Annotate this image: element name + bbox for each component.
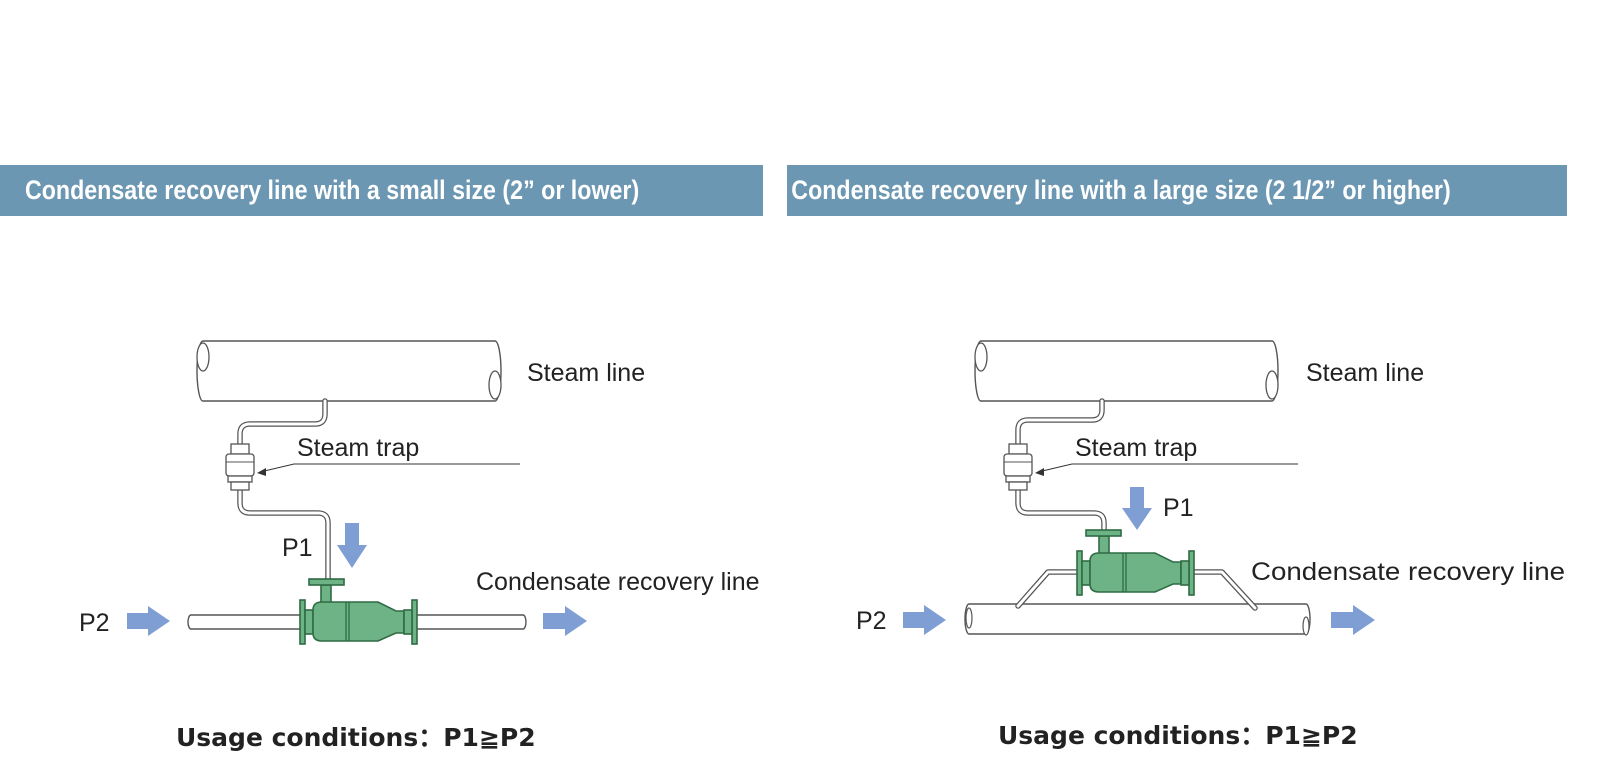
left-p1-label: P1 xyxy=(282,534,313,562)
left-outflow-arrow-icon xyxy=(543,606,587,636)
left-p2-flow-arrow-icon xyxy=(127,606,170,636)
left-steam-trap-icon xyxy=(225,443,255,491)
right-recovery-pipe xyxy=(964,603,1311,636)
left-p2-label: P2 xyxy=(79,609,110,637)
left-green-device xyxy=(299,578,418,645)
left-steam-trap-label: Steam trap xyxy=(297,434,419,462)
right-p2-flow-arrow-icon xyxy=(903,605,946,635)
left-p1-flow-arrow-icon xyxy=(337,523,367,568)
left-steam-line-label: Steam line xyxy=(527,359,645,387)
left-title-banner: Condensate recovery line with a small si… xyxy=(0,165,763,216)
right-p2-label: P2 xyxy=(856,607,887,635)
left-condensate-tubing xyxy=(237,398,331,583)
right-outflow-arrow-icon xyxy=(1331,605,1375,635)
right-steam-trap-label: Steam trap xyxy=(1075,434,1197,462)
right-steam-trap-icon xyxy=(1003,443,1033,491)
left-steam-pipe xyxy=(196,340,502,402)
right-title: Condensate recovery line with a large si… xyxy=(791,175,1451,205)
right-title-banner: Condensate recovery line with a large si… xyxy=(787,165,1567,216)
left-diagram: Steam line Steam trap P1 P2 Condensate r… xyxy=(79,340,760,752)
left-recovery-line-label: Condensate recovery line xyxy=(476,568,760,596)
right-steam-trap-leader xyxy=(1035,463,1298,476)
right-green-device xyxy=(1076,529,1195,596)
left-usage-conditions: Usage conditions：P1≧P2 xyxy=(176,723,536,752)
right-bypass-branches xyxy=(1015,569,1258,611)
right-recovery-line-label: Condensate recovery line xyxy=(1251,558,1565,586)
left-title: Condensate recovery line with a small si… xyxy=(24,175,640,205)
right-p1-flow-arrow-icon xyxy=(1122,487,1152,530)
left-steam-trap-leader xyxy=(257,463,520,476)
right-condensate-tubing xyxy=(1015,398,1107,535)
right-steam-line-label: Steam line xyxy=(1306,359,1424,387)
right-usage-conditions: Usage conditions：P1≧P2 xyxy=(998,721,1358,750)
right-steam-pipe xyxy=(974,340,1279,402)
right-p1-label: P1 xyxy=(1163,494,1194,522)
right-diagram: Steam line Steam trap P1 P2 Condensate r… xyxy=(856,340,1565,750)
